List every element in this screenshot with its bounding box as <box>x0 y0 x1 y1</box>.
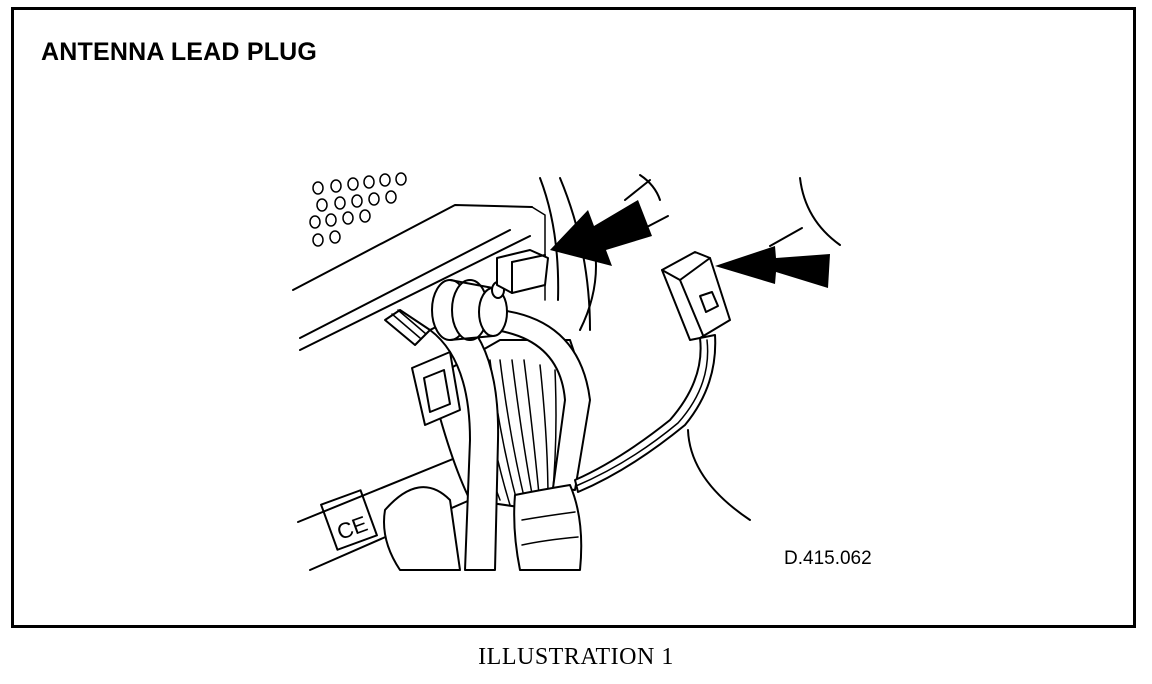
antenna-socket <box>496 249 549 294</box>
small-connector <box>384 309 461 426</box>
arrow-to-socket-icon <box>550 200 652 266</box>
main-round-plug <box>431 279 508 341</box>
coax-cable <box>429 309 591 571</box>
speaker-grille <box>309 172 407 247</box>
diagram-title: ANTENNA LEAD PLUG <box>41 38 318 66</box>
reference-code: D.415.062 <box>784 548 872 569</box>
ce-mark: CE <box>320 489 378 551</box>
harness-sleeve <box>383 484 583 571</box>
pointer-arrows <box>550 200 830 288</box>
illustration-caption: ILLUSTRATION 1 <box>478 644 674 670</box>
antenna-lead-plug <box>661 251 731 341</box>
arrow-to-plug-icon <box>715 246 830 288</box>
antenna-lead-wire <box>574 334 717 493</box>
